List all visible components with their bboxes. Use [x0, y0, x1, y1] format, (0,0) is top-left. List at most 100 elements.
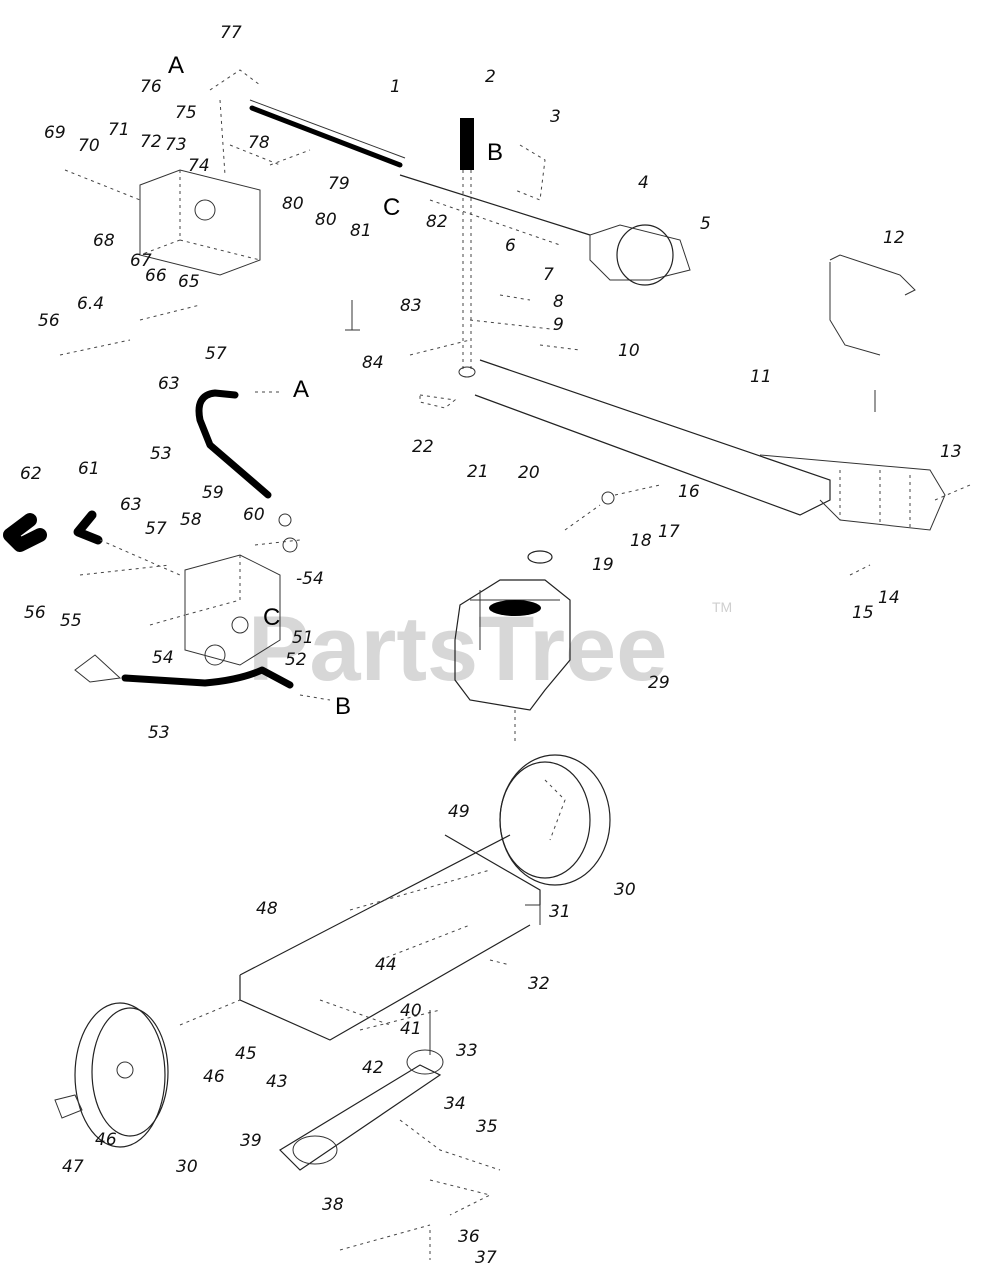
callout-21[interactable]: 21: [467, 462, 489, 482]
callout-63a[interactable]: 63: [158, 374, 180, 394]
callout-41[interactable]: 41: [400, 1019, 422, 1039]
callout-30b[interactable]: 30: [176, 1157, 198, 1177]
callout-46b[interactable]: 46: [95, 1130, 117, 1150]
callout-42[interactable]: 42: [362, 1058, 384, 1078]
callout-63b[interactable]: 63: [120, 495, 142, 515]
callout-48[interactable]: 48: [256, 899, 278, 919]
callout-39[interactable]: 39: [240, 1131, 262, 1151]
callout-54b[interactable]: 54: [152, 648, 174, 668]
callout-76[interactable]: 76: [140, 77, 162, 97]
callout-81[interactable]: 81: [350, 221, 372, 241]
callout-51[interactable]: 51: [292, 628, 314, 648]
callout-58[interactable]: 58: [180, 510, 202, 530]
callout-47[interactable]: 47: [62, 1157, 84, 1177]
callout-80a[interactable]: 80: [282, 194, 304, 214]
callout-69[interactable]: 69: [44, 123, 66, 143]
callout-31[interactable]: 31: [549, 902, 571, 922]
callout-22[interactable]: 22: [412, 437, 434, 457]
callout-68[interactable]: 68: [93, 231, 115, 251]
callout-44[interactable]: 44: [375, 955, 397, 975]
watermark-trademark: TM: [712, 599, 732, 615]
callout-82[interactable]: 82: [426, 212, 448, 232]
callout-45[interactable]: 45: [235, 1044, 257, 1064]
callout-73[interactable]: 73: [165, 135, 187, 155]
callout-66[interactable]: 66: [145, 266, 167, 286]
callout-40[interactable]: 40: [400, 1001, 422, 1021]
callout-5[interactable]: 5: [700, 214, 711, 234]
callout-36[interactable]: 36: [458, 1227, 480, 1247]
callout-46a[interactable]: 46: [203, 1067, 225, 1087]
callout-32[interactable]: 32: [528, 974, 550, 994]
callout-30a[interactable]: 30: [614, 880, 636, 900]
callout-2[interactable]: 2: [485, 67, 496, 87]
callout-37[interactable]: 37: [475, 1248, 497, 1268]
callout-19[interactable]: 19: [592, 555, 614, 575]
callout-20[interactable]: 20: [518, 463, 540, 483]
callout-18[interactable]: 18: [630, 531, 652, 551]
callout-14[interactable]: 14: [878, 588, 900, 608]
callout-53a[interactable]: 53: [150, 444, 172, 464]
callout-64[interactable]: 6.4: [77, 294, 104, 314]
callout-62[interactable]: 62: [20, 464, 42, 484]
callout-16[interactable]: 16: [678, 482, 700, 502]
callout-43[interactable]: 43: [266, 1072, 288, 1092]
callout-56a[interactable]: 56: [38, 311, 60, 331]
callout-7[interactable]: 7: [543, 265, 554, 285]
callout-55[interactable]: 55: [60, 611, 82, 631]
callout-57a[interactable]: 57: [205, 344, 227, 364]
callout-57b[interactable]: 57: [145, 519, 167, 539]
callout-67[interactable]: 67: [130, 251, 152, 271]
callout-1[interactable]: 1: [390, 77, 401, 97]
callout-8[interactable]: 8: [553, 292, 564, 312]
callout-79[interactable]: 79: [328, 174, 350, 194]
callout-71[interactable]: 71: [108, 120, 130, 140]
control-valve-block: [59, 69, 311, 356]
callout-74[interactable]: 74: [188, 156, 210, 176]
callout-33[interactable]: 33: [456, 1041, 478, 1061]
callout-17[interactable]: 17: [658, 522, 680, 542]
callout-4[interactable]: 4: [638, 173, 649, 193]
ref-letter-b-top: B: [487, 139, 503, 166]
callout-54a[interactable]: -54: [296, 569, 324, 589]
callout-65[interactable]: 65: [178, 272, 200, 292]
ref-letter-a-top: A: [168, 52, 184, 79]
callout-13[interactable]: 13: [940, 442, 962, 462]
callout-72[interactable]: 72: [140, 132, 162, 152]
callout-34[interactable]: 34: [444, 1094, 466, 1114]
callout-6[interactable]: 6: [505, 236, 516, 256]
callout-9[interactable]: 9: [553, 315, 564, 335]
callout-56b[interactable]: 56: [24, 603, 46, 623]
callout-52[interactable]: 52: [285, 650, 307, 670]
callout-35[interactable]: 35: [476, 1117, 498, 1137]
callout-10[interactable]: 10: [618, 341, 640, 361]
callout-3[interactable]: 3: [550, 107, 561, 127]
callout-53b[interactable]: 53: [148, 723, 170, 743]
callout-12[interactable]: 12: [883, 228, 905, 248]
callout-84[interactable]: 84: [362, 353, 384, 373]
callout-83[interactable]: 83: [400, 296, 422, 316]
callout-60[interactable]: 60: [243, 505, 265, 525]
ref-letter-c-mid: C: [263, 604, 280, 631]
ref-letter-a-hose: A: [293, 376, 309, 403]
beam-assembly: [249, 99, 971, 576]
watermark-text: PartsTree: [248, 598, 667, 700]
engine-assembly: [454, 550, 571, 745]
callout-61[interactable]: 61: [78, 459, 100, 479]
callout-75[interactable]: 75: [175, 103, 197, 123]
callout-49[interactable]: 49: [448, 802, 470, 822]
ref-letter-b-hose: B: [335, 693, 351, 720]
frame-assembly: [54, 754, 611, 1260]
hose-assembly: [3, 389, 331, 701]
callout-15[interactable]: 15: [852, 603, 874, 623]
callout-77[interactable]: 77: [220, 23, 242, 43]
callout-59[interactable]: 59: [202, 483, 224, 503]
callout-70[interactable]: 70: [78, 136, 100, 156]
ref-letter-c-top: C: [383, 194, 400, 221]
callout-80b[interactable]: 80: [315, 210, 337, 230]
callout-38[interactable]: 38: [322, 1195, 344, 1215]
valve-handle-grip: [460, 118, 474, 170]
callout-11[interactable]: 11: [750, 367, 772, 387]
callout-29[interactable]: 29: [648, 673, 670, 693]
callout-78[interactable]: 78: [248, 133, 270, 153]
